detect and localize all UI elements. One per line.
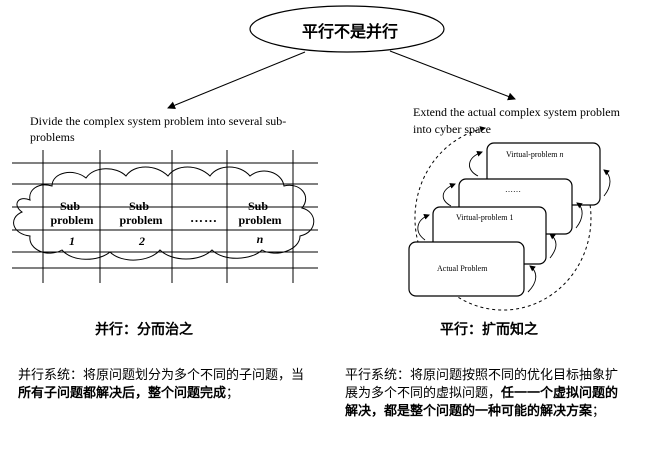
- left-description: Divide the complex system problem into s…: [30, 114, 287, 144]
- virtual-ellipsis-label: ……: [505, 185, 521, 194]
- left-paragraph-normal: 并行系统：将原问题划分为多个不同的子问题，当: [18, 368, 305, 383]
- subproblem-ellipsis: ……: [190, 210, 218, 225]
- virtual-problem-1-label: Virtual-problem 1: [456, 213, 514, 222]
- right-paragraph-bold: 任一一个虚拟问题的解决，都是整个问题的一种可能的解决方案: [345, 386, 619, 419]
- right-paragraph-end: ；: [592, 404, 606, 419]
- right-paragraph: 平行系统：将原问题按照不同的优化目标抽象扩展为多个不同的虚拟问题，任一一个虚拟问…: [345, 367, 630, 421]
- subproblem-1-line1: Sub-: [59, 199, 85, 213]
- virtual-problem-n-suffix: n: [559, 150, 564, 159]
- subproblem-1-index: 1: [69, 234, 75, 248]
- virtual-problem-n-label: Virtual-problem n: [506, 150, 564, 159]
- subproblem-2-line2: problem: [119, 213, 163, 227]
- left-caption: 并行：分而治之: [95, 322, 193, 338]
- box-actual-problem: [408, 241, 525, 297]
- box-arrows: [417, 150, 611, 293]
- left-paragraph-bold: 所有子问题都解决后，整个问题完成: [18, 386, 227, 401]
- actual-problem-label: Actual Problem: [437, 264, 488, 273]
- subproblem-n-line1: Sub-: [247, 199, 273, 213]
- right-description: Extend the actual complex system problem…: [413, 105, 620, 136]
- right-caption: 平行：扩而知之: [440, 322, 538, 338]
- subproblem-2-label: Sub- problem: [110, 199, 172, 227]
- left-paragraph: 并行系统：将原问题划分为多个不同的子问题，当所有子问题都解决后，整个问题完成；: [18, 367, 308, 403]
- subproblem-2-line1: Sub-: [128, 199, 154, 213]
- left-paragraph-end: ；: [226, 386, 240, 401]
- subproblem-2-index: 2: [139, 234, 145, 248]
- grid-lines: [12, 150, 318, 283]
- subproblem-n-label: Sub- problem: [228, 199, 292, 227]
- virtual-problem-n-prefix: Virtual-problem: [506, 150, 560, 159]
- arrow-to-right: [389, 50, 516, 101]
- arrow-to-left: [167, 51, 306, 110]
- subproblem-1-label: Sub- problem: [44, 199, 100, 227]
- dashed-cycle: [414, 126, 592, 311]
- subproblem-1-line2: problem: [50, 213, 94, 227]
- page-title: 平行不是并行: [301, 22, 398, 41]
- right-paragraph-normal: 平行系统：将原问题按照不同的优化目标抽象扩展为多个不同的虚拟问题，: [345, 368, 619, 401]
- subproblem-n-line2: problem: [238, 213, 282, 227]
- title-ellipse: [249, 5, 445, 53]
- subproblem-n-index: n: [256, 232, 264, 246]
